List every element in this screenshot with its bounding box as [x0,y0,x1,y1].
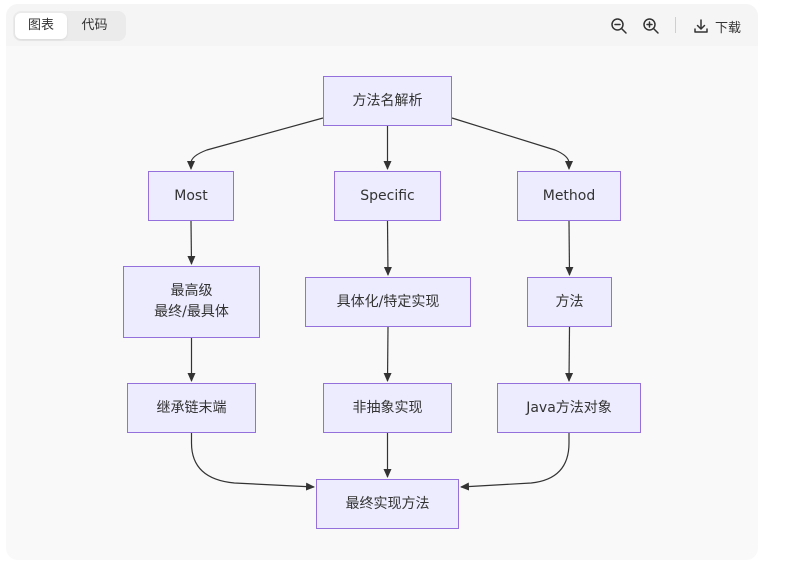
node-label-line: 方法 [555,293,584,310]
download-button[interactable]: 下载 [693,15,741,37]
zoom-in-icon[interactable] [642,17,660,35]
diagram-canvas: 方法名解析 Most Specific Method 最高级最终/最具体 具体化… [6,46,758,560]
node-label: 非抽象实现 [353,398,423,419]
node-label: 方法名解析 [353,91,423,112]
edge-concrete-to-non_abstract [383,326,392,382]
tab-diagram[interactable]: 图表 [15,13,67,39]
node-label: 方法 [556,292,584,313]
node-specific: Specific [334,171,441,221]
edge-java_obj-to-final [460,433,570,491]
view-toggle: 图表 代码 [13,11,126,41]
download-icon [693,18,709,34]
tab-code[interactable]: 代码 [81,18,108,33]
diagram-card: 图表 代码 [6,4,758,560]
node-label: 最高级最终/最具体 [154,281,229,323]
node-root: 方法名解析 [323,76,452,126]
node-label-line: 最终实现方法 [345,495,430,512]
node-label: 具体化/特定实现 [337,292,440,313]
node-fangfa: 方法 [527,277,612,327]
node-most: Most [148,171,234,221]
node-label-line: 具体化/特定实现 [336,293,440,310]
node-concrete: 具体化/特定实现 [305,277,471,327]
node-java-obj: Java方法对象 [497,383,641,433]
toolbar: 图表 代码 [6,4,758,46]
node-label: 继承链末端 [157,398,227,419]
node-label: 最终实现方法 [346,494,430,515]
node-label: Method [543,186,596,207]
edge-root-to-method [451,117,573,170]
node-highest: 最高级最终/最具体 [123,266,260,338]
edge-specific-to-concrete [383,220,392,276]
node-chain-end: 继承链末端 [127,383,256,433]
node-label: Java方法对象 [526,398,612,419]
node-method: Method [517,171,621,221]
edge-root-to-most [187,117,324,170]
node-label: Most [174,186,207,207]
node-label-line: Specific [360,187,415,204]
node-label-line: 最高级 [170,283,213,299]
edge-chain_end-to-final [190,433,315,491]
edge-fangfa-to-java_obj [565,326,574,382]
edge-most-to-highest [187,220,196,265]
node-label-line: Method [542,187,596,204]
zoom-out-icon[interactable] [610,17,628,35]
node-label-line: 继承链末端 [156,399,227,416]
node-label: Specific [360,186,415,207]
node-label-line: 最终/最具体 [154,304,229,320]
node-label-line: 非抽象实现 [352,399,423,416]
node-label-line: 方法名解析 [352,92,423,109]
node-label-line: Java方法对象 [526,399,612,416]
node-label-line: Most [174,187,208,204]
node-final: 最终实现方法 [316,479,459,529]
node-non-abstract: 非抽象实现 [323,383,452,433]
toolbar-divider [675,17,676,33]
edges-layer [187,117,574,491]
download-label: 下载 [715,20,742,36]
edge-method-to-fangfa [565,220,574,276]
